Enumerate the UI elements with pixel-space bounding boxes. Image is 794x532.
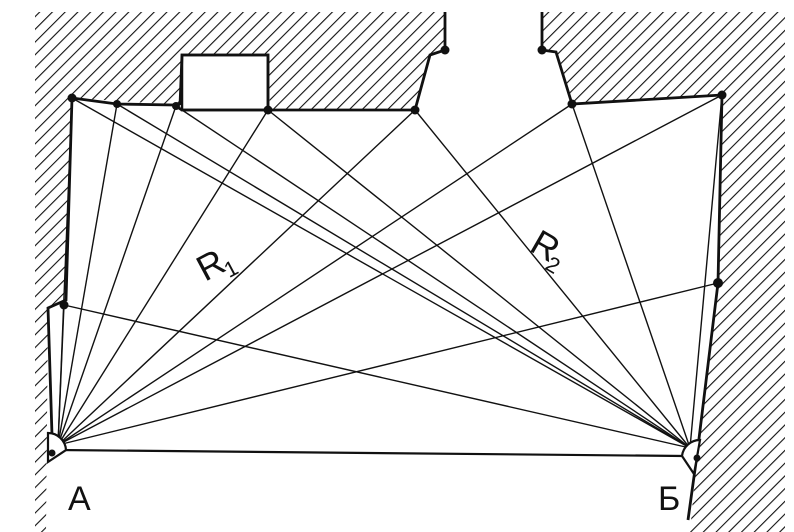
ray-a-9 (57, 304, 65, 446)
ray-b-4 (267, 109, 691, 449)
station-a-label: А (68, 480, 91, 518)
ray-a-5 (57, 109, 416, 446)
point (263, 105, 273, 115)
hatched-wall-right-block (542, 12, 785, 532)
ray-a-4 (57, 109, 269, 446)
alcove-block (180, 53, 270, 112)
ray-b-2 (116, 103, 691, 449)
point (172, 102, 180, 110)
ray-a-6 (57, 103, 573, 446)
ray-a-8 (57, 282, 719, 446)
ray-b-1 (71, 97, 691, 449)
point (48, 449, 56, 457)
ray-b-5 (414, 109, 691, 449)
ray-b-6 (571, 103, 691, 449)
point (59, 300, 69, 310)
point (567, 99, 577, 109)
point (537, 45, 547, 55)
ray-b-8 (63, 304, 691, 449)
rays-from-a (57, 94, 723, 446)
ray-a-2 (57, 103, 118, 446)
point (713, 278, 723, 288)
wall-outline-right (686, 94, 724, 521)
rays-from-b (63, 94, 723, 449)
room-floor-area (48, 95, 722, 520)
ray-b-3 (175, 105, 691, 449)
baseline-a-b (57, 448, 685, 458)
ray-b-7 (689, 94, 723, 449)
point (113, 100, 121, 108)
hatched-wall-left-block (35, 12, 445, 532)
survey-points (48, 45, 727, 462)
wall-outline-alcove (178, 53, 270, 110)
ray-a-7 (57, 94, 723, 446)
point (717, 90, 727, 100)
ray-a-3 (57, 105, 177, 446)
point (440, 45, 450, 55)
point (693, 454, 701, 462)
station-b-marker (680, 438, 702, 477)
station-b-label: Б (658, 480, 680, 518)
wall-outline-top-right (540, 12, 723, 106)
doorway-gap (415, 12, 572, 110)
point (67, 93, 77, 103)
point (410, 105, 420, 115)
wall-outline-left (46, 97, 74, 436)
